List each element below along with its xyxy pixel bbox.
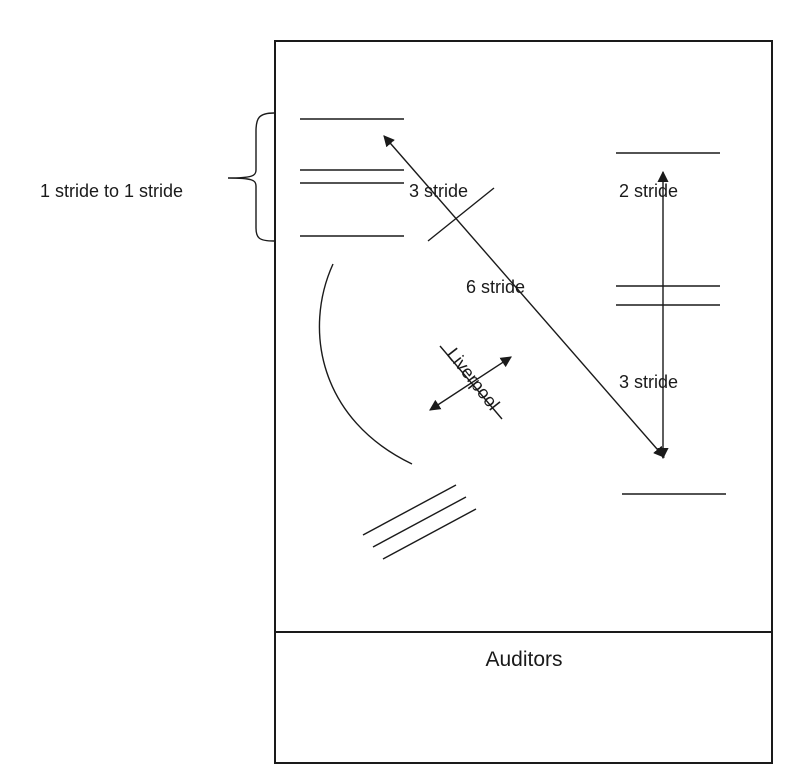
arena-outline xyxy=(274,40,773,764)
liverpool-direction-arrow xyxy=(429,356,512,411)
fence-triple-bar-1 xyxy=(362,484,457,536)
fence-triple-bar-3 xyxy=(382,508,477,560)
combination-brace xyxy=(227,112,275,242)
liverpool-label: Liverpool xyxy=(443,344,504,414)
combination-note-label: 1 stride to 1 stride xyxy=(40,181,183,201)
dist-diagonal-long-label: 6 stride xyxy=(466,277,525,297)
fence-triple-bar-2 xyxy=(372,496,467,548)
dist-vertical-lower-label: 3 stride xyxy=(619,372,678,392)
arrow-diagonal-distance xyxy=(383,135,665,458)
auditors-label: Auditors xyxy=(485,648,562,671)
dist-diagonal-upper-label: 3 stride xyxy=(409,181,468,201)
dist-vertical-upper-label: 2 stride xyxy=(619,181,678,201)
track-curve xyxy=(318,263,413,465)
